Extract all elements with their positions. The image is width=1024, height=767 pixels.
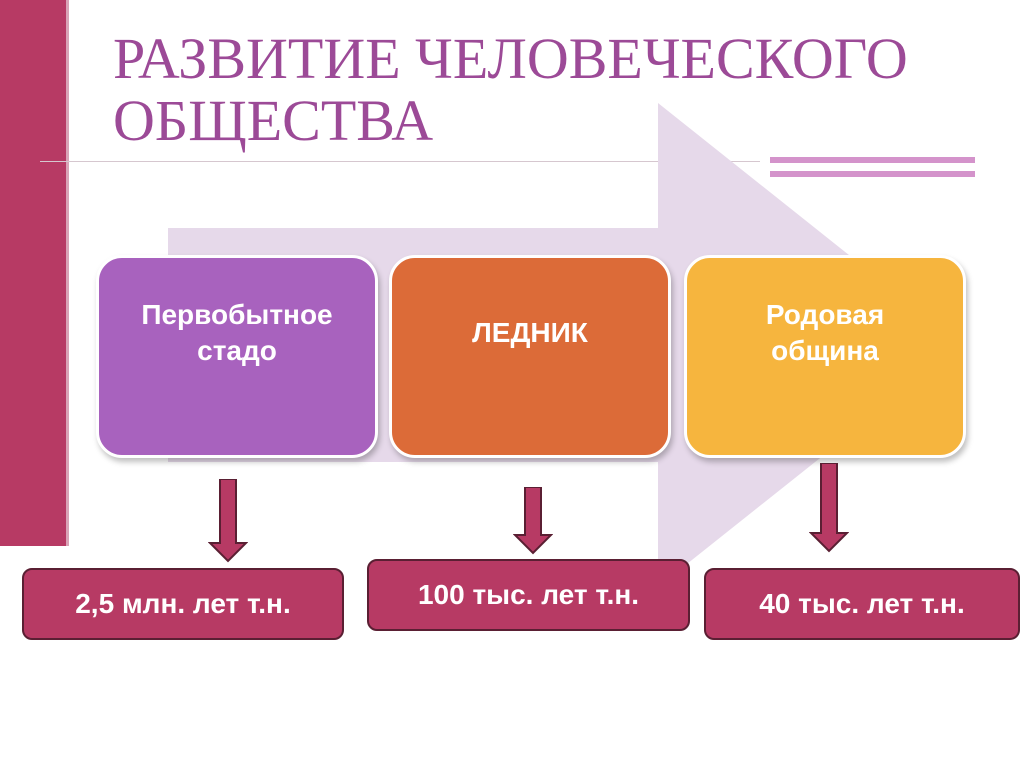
left-accent-bar-edge bbox=[66, 0, 69, 546]
stage-box-glacier: ЛЕДНИК bbox=[389, 255, 671, 458]
stage-box-primitive-herd: Первобытное стадо bbox=[96, 255, 378, 458]
slide-title: РАЗВИТИЕ ЧЕЛОВЕЧЕСКОГО ОБЩЕСТВА bbox=[113, 28, 973, 152]
stage-box-clan-community: Родовая община bbox=[684, 255, 966, 458]
stage-label: ЛЕДНИК bbox=[472, 316, 588, 348]
down-arrow-icon bbox=[809, 463, 849, 553]
down-arrow-icon bbox=[208, 479, 248, 563]
date-label: 100 тыс. лет т.н. bbox=[417, 579, 640, 610]
slide-title-line-1: РАЗВИТИЕ ЧЕЛОВЕЧЕСКОГО bbox=[113, 26, 908, 91]
title-underline bbox=[40, 161, 760, 162]
decorative-stripe bbox=[770, 157, 975, 163]
slide-title-line-2: ОБЩЕСТВА bbox=[113, 88, 434, 153]
date-label: 2,5 млн. лет т.н. bbox=[75, 588, 291, 619]
date-label: 40 тыс. лет т.н. bbox=[759, 588, 965, 619]
stage-label: Первобытное стадо bbox=[141, 298, 333, 366]
decorative-stripes bbox=[770, 157, 975, 179]
left-accent-bar bbox=[0, 0, 66, 546]
down-arrow-icon bbox=[513, 487, 553, 555]
decorative-stripe bbox=[770, 171, 975, 177]
date-box-2-5-million: 2,5 млн. лет т.н. bbox=[22, 568, 344, 640]
stage-label: Родовая община bbox=[765, 298, 885, 366]
date-box-100-thousand: 100 тыс. лет т.н. bbox=[367, 559, 690, 631]
date-box-40-thousand: 40 тыс. лет т.н. bbox=[704, 568, 1020, 640]
